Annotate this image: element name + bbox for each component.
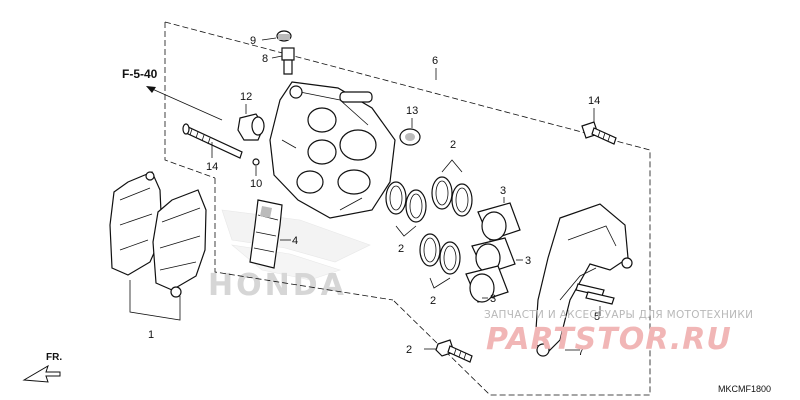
- callout-3-bottom: 3: [490, 293, 496, 305]
- front-direction-arrow: FR.: [22, 352, 62, 383]
- watermark-caption: ЗАПЧАСТИ И АКСЕССУАРЫ ДЛЯ МОТОТЕХНИКИ: [484, 309, 753, 321]
- callout-3-middle: 3: [525, 255, 531, 267]
- pad-spring: [249, 199, 283, 269]
- pad-retainer: [575, 283, 615, 305]
- callout-14-bottom: 2: [406, 344, 412, 356]
- dust-seal: [399, 128, 421, 146]
- small-nut: [252, 158, 260, 166]
- assembly-frame: [164, 21, 651, 396]
- callout-12: 13: [406, 105, 418, 117]
- callout-9: 9: [250, 35, 256, 47]
- front-direction-label: FR.: [46, 352, 62, 363]
- piston-top: [477, 202, 521, 241]
- brake-pad-outer: [152, 189, 207, 298]
- brake-pad-inner: [109, 171, 163, 276]
- callout-1: 1: [148, 329, 154, 341]
- bleeder-cap: [276, 30, 292, 42]
- watermark-site: PARTSTOR.RU: [486, 322, 732, 357]
- bolt-upper: [581, 121, 617, 145]
- callout-2-top: 2: [450, 139, 456, 151]
- piston-seal-set: [385, 176, 473, 275]
- callout-3-top: 3: [500, 185, 506, 197]
- honda-brand-mark: HONDA: [208, 268, 347, 303]
- bolt-lower: [435, 339, 473, 363]
- caliper-body: [269, 81, 396, 219]
- callout-8: 8: [262, 53, 268, 65]
- piston-bottom: [465, 265, 509, 303]
- callout-7: 7: [578, 346, 584, 358]
- piston-middle: [471, 237, 516, 275]
- callout-2-bottom: 2: [430, 295, 436, 307]
- reference-arrow: F-5-40: [122, 67, 223, 121]
- caliper-bracket: [534, 203, 633, 357]
- bleeder-screw: [281, 47, 295, 75]
- callout-6: 6: [432, 55, 438, 67]
- callout-4: 4: [292, 235, 298, 247]
- callout-13: 14: [206, 161, 218, 173]
- callout-2-left: 2: [398, 243, 404, 255]
- callout-14-top: 14: [588, 95, 600, 107]
- callout-11: 12: [240, 91, 252, 103]
- diagram-code: MKCMF1800: [718, 384, 771, 394]
- callout-5: 5: [594, 311, 600, 323]
- callout-10: 10: [250, 178, 262, 190]
- pin-boot: [237, 113, 265, 141]
- reference-label: F-5-40: [122, 67, 158, 81]
- slide-pin: [182, 123, 243, 159]
